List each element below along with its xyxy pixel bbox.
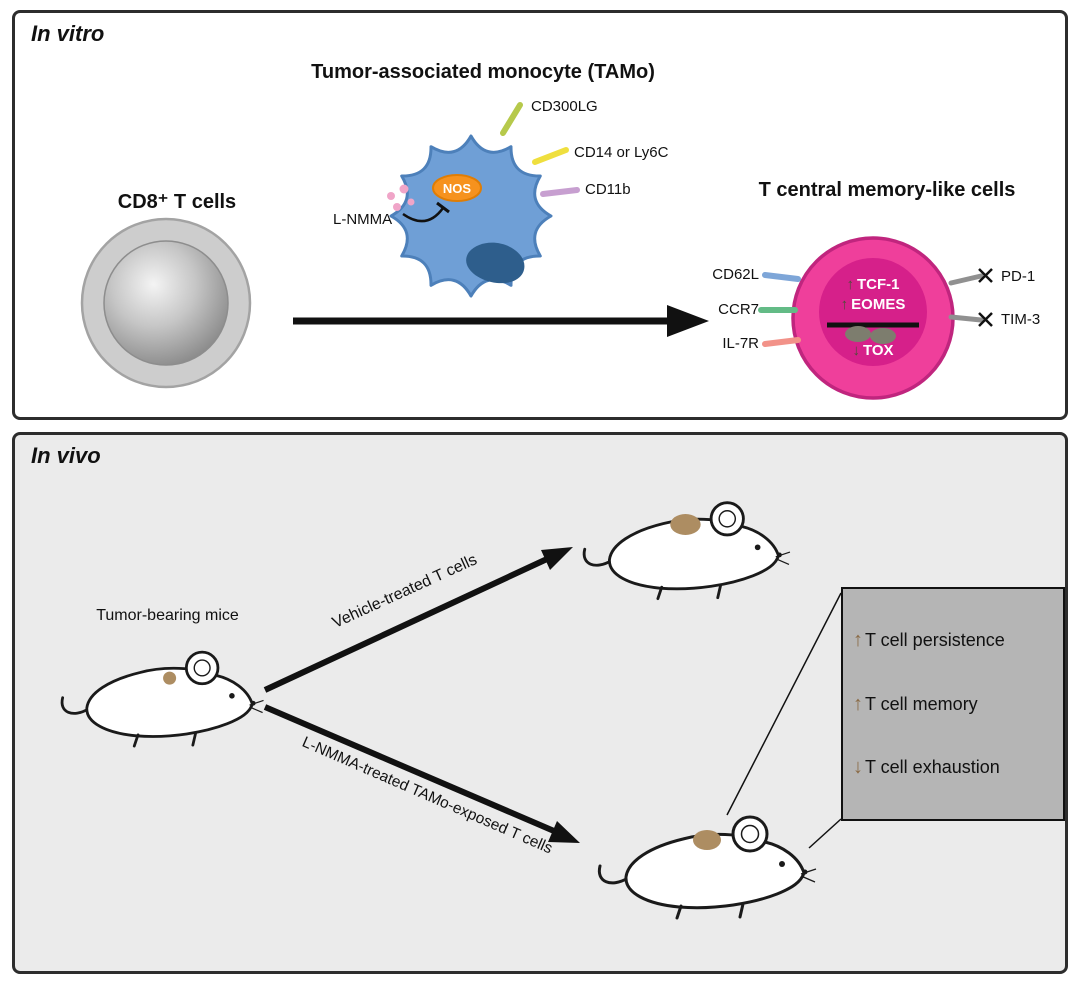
callout-line-bottom <box>808 818 842 849</box>
outcome-persistence: ↑T cell persistence <box>853 629 1063 652</box>
outcome-box: ↑T cell persistence ↑T cell memory ↓T ce… <box>841 587 1065 821</box>
lnmma-arrow <box>263 704 580 843</box>
outcome-label-memory: T cell memory <box>865 693 978 714</box>
outcome-exhaustion: ↓T cell exhaustion <box>853 756 1063 779</box>
marker-label-il7r: IL-7R <box>722 335 759 352</box>
invitro-panel: In vitro Tumor-associated monocyte (TAMo… <box>12 10 1068 420</box>
marker-line-cd300lg <box>500 102 523 136</box>
marker-label-cd300lg: CD300LG <box>531 98 598 115</box>
marker-label-cd14: CD14 or Ly6C <box>574 144 669 161</box>
tcm-nucleus-factors: ↑TCF-1 ↑EOMES ↓TOX <box>821 276 925 366</box>
tumor-bearing-mice-label: Tumor-bearing mice <box>96 607 239 624</box>
marker-label-cd11b: CD11b <box>585 181 631 198</box>
up-arrow-icon: ↑ <box>846 276 855 293</box>
up-arrow-icon: ↑ <box>840 296 849 313</box>
factor-label-tcf1: TCF-1 <box>857 276 900 293</box>
tumor-spot <box>693 830 721 850</box>
marker-label-pd1: PD-1 <box>1001 268 1036 285</box>
outcome-memory: ↑T cell memory <box>853 693 1063 716</box>
invivo-title: In vivo <box>31 443 101 468</box>
cd8-tcells-label: CD8⁺ T cells <box>117 191 237 213</box>
marker-label-ccr7: CCR7 <box>718 301 759 318</box>
lnmma-dots <box>387 184 415 211</box>
marker-line-il7r <box>762 337 801 347</box>
marker-line-cd62l <box>762 272 801 282</box>
factor-label-eomes: EOMES <box>851 296 906 313</box>
up-arrow-icon: ↑ <box>853 629 863 652</box>
invivo-panel: In vivo <box>12 432 1068 974</box>
factor-tcf1: ↑TCF-1 <box>821 276 925 293</box>
tim3-blocked-x-icon <box>978 312 993 327</box>
marker-line-cd11b <box>540 187 580 197</box>
tcm-heading: T central memory-like cells <box>758 179 1016 201</box>
tumor-spot <box>670 514 701 535</box>
outcome-label-persistence: T cell persistence <box>865 630 1005 651</box>
mouse-tumor-bearing <box>60 650 265 748</box>
monocyte-graphic: NOS <box>389 134 553 298</box>
up-arrow-icon: ↑ <box>853 692 863 715</box>
factor-tox: ↓TOX <box>821 342 925 359</box>
tamo-heading: Tumor-associated monocyte (TAMo) <box>311 61 655 83</box>
tcm-cell-graphic <box>758 236 993 400</box>
marker-label-cd62l: CD62L <box>712 266 759 283</box>
tumor-spot <box>163 671 177 685</box>
cd8-tcell-graphic <box>80 217 252 389</box>
marker-line-pd1 <box>948 273 984 286</box>
pd1-blocked-x-icon <box>978 268 993 283</box>
tcm-nucleus <box>819 258 927 366</box>
invivo-art <box>60 501 842 920</box>
outcome-label-exhaustion: T cell exhaustion <box>865 756 1000 777</box>
marker-label-tim3: TIM-3 <box>1001 311 1041 328</box>
invitro-title: In vitro <box>31 21 105 46</box>
marker-line-cd14 <box>532 147 569 165</box>
factor-label-tox: TOX <box>862 342 894 359</box>
inhibition-arrow <box>402 201 450 223</box>
lnmma-label: L-NMMA <box>333 211 393 228</box>
marker-line-tim3 <box>948 314 984 323</box>
monocyte-body <box>389 134 553 298</box>
down-arrow-icon: ↓ <box>852 342 860 359</box>
monocyte-nucleus <box>466 242 525 284</box>
factor-eomes: ↑EOMES <box>821 296 925 313</box>
chromatin-blobs <box>845 326 896 344</box>
differentiation-arrow <box>293 305 709 337</box>
mouse-vehicle-treated <box>582 501 792 601</box>
nos-label: NOS <box>443 181 472 196</box>
vehicle-arrow <box>263 547 573 693</box>
invitro-art: NOS <box>80 102 993 400</box>
nos-badge <box>432 174 482 202</box>
callout-line-top <box>726 592 842 816</box>
down-arrow-icon: ↓ <box>853 755 863 778</box>
mouse-lnmma-treated <box>597 815 818 920</box>
